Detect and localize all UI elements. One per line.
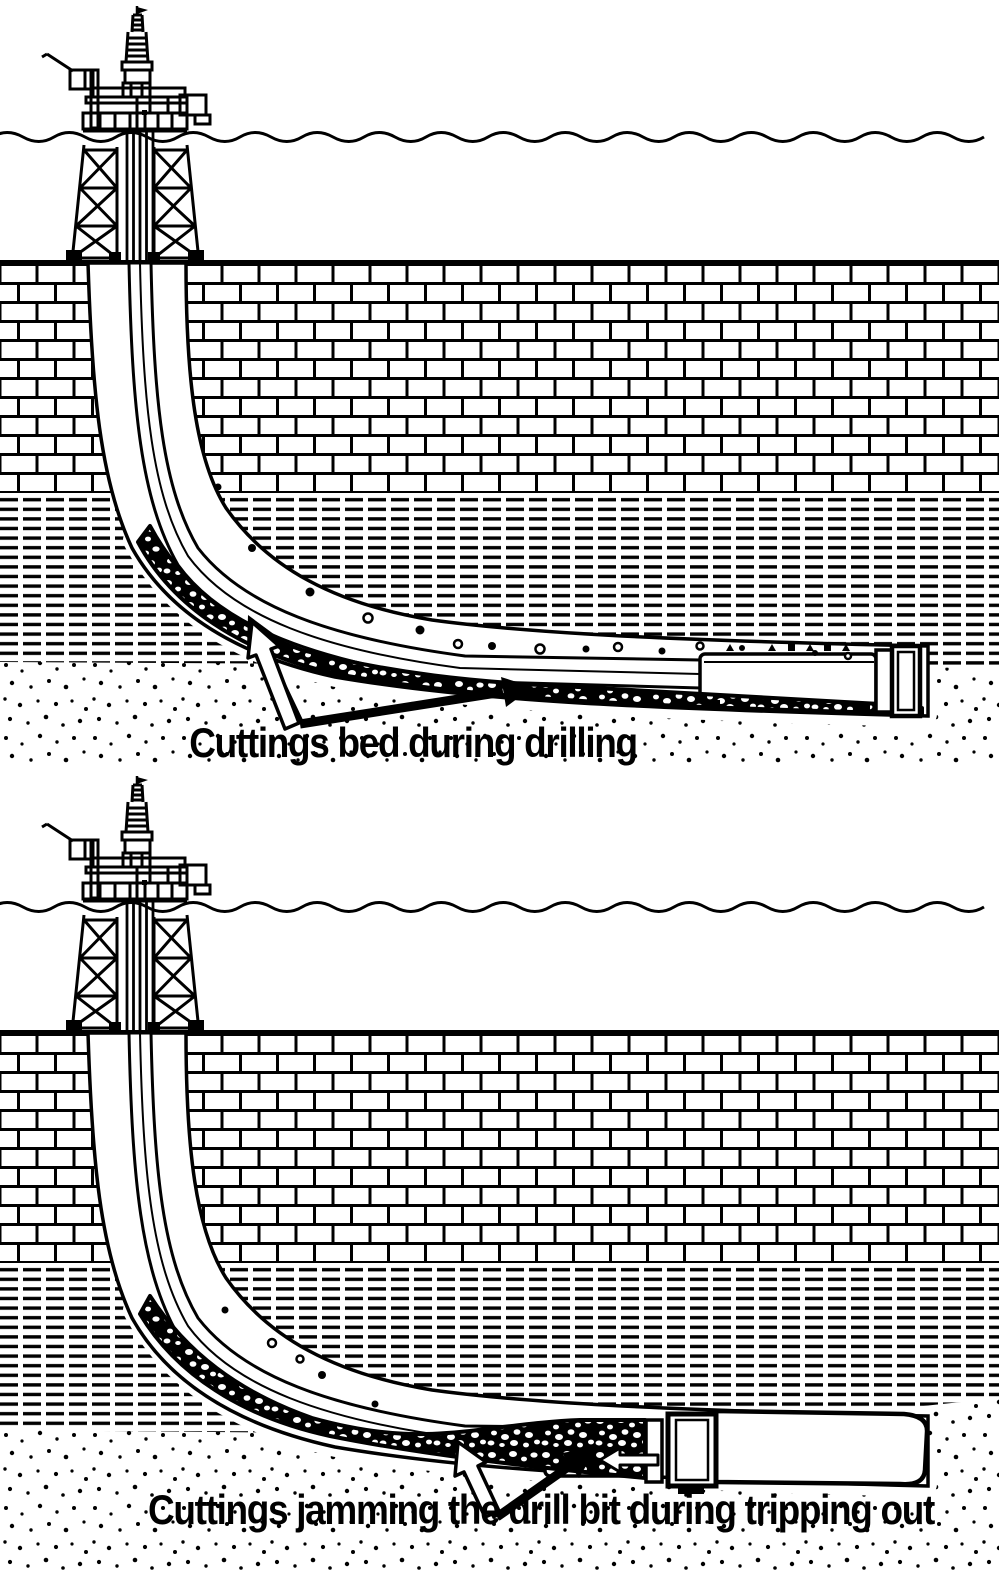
derrick-base	[121, 81, 152, 99]
riser-pipes	[125, 901, 155, 1033]
panel-drilling-scene	[0, 6, 999, 770]
cuttings-bed	[138, 1294, 647, 1480]
open-hole	[713, 1408, 930, 1487]
highlight-arrow	[246, 620, 301, 731]
trip-direction-arrow	[598, 1446, 660, 1474]
derrick-base	[121, 851, 152, 869]
drilling-rig	[41, 776, 212, 903]
caption-tripping-out: Cuttings jamming the drill bit during tr…	[147, 1486, 935, 1533]
cuttings-bed	[136, 524, 924, 716]
crane-boom	[41, 52, 74, 73]
sea-surface	[0, 131, 985, 143]
crane-house	[68, 68, 95, 91]
support-tower	[66, 914, 204, 1032]
drilling-rig	[41, 6, 212, 133]
riser-pipes	[125, 131, 155, 263]
suspended-cuttings	[221, 1306, 379, 1408]
derrick-crown	[120, 60, 154, 72]
flag	[137, 7, 148, 14]
seabed-line	[0, 260, 999, 265]
seabed-line	[0, 1030, 999, 1035]
highlight-arrow	[453, 1440, 501, 1519]
flag	[137, 777, 148, 784]
suspended-cuttings	[214, 483, 853, 661]
support-tower	[66, 144, 204, 262]
crane-house	[68, 838, 95, 861]
derrick-mast	[124, 13, 150, 63]
sea-surface	[0, 901, 985, 913]
derrick-mast	[124, 783, 150, 833]
wellbore	[86, 1031, 930, 1488]
drill-bit	[704, 643, 923, 719]
wellbore	[86, 261, 930, 718]
caption-drilling: Cuttings bed during drilling	[189, 719, 638, 766]
panel-tripping-out-scene	[0, 776, 999, 1576]
derrick-crown	[120, 830, 154, 842]
crane-boom	[41, 822, 74, 843]
